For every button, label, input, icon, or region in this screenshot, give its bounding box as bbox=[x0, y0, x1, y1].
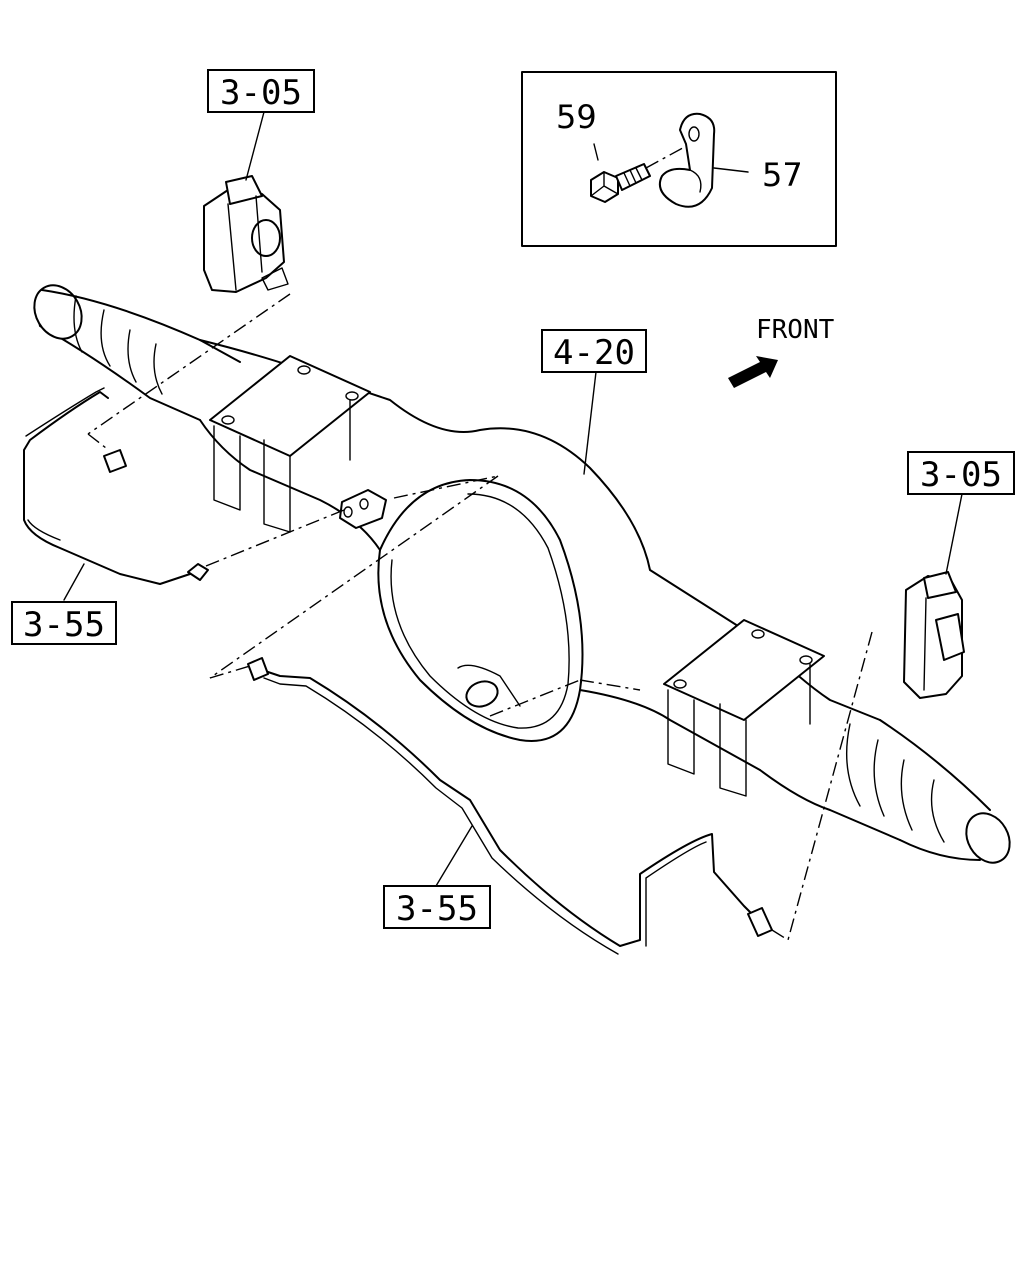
inset-frame bbox=[521, 71, 837, 247]
callout-text: 3-55 bbox=[23, 605, 105, 645]
leader-lines bbox=[63, 111, 963, 887]
callout-text: 3-55 bbox=[396, 889, 478, 929]
clip-icon bbox=[658, 112, 749, 208]
callout-axle-housing: 4-20 bbox=[541, 329, 647, 373]
harness-left bbox=[23, 387, 209, 585]
axle-housing bbox=[33, 284, 1011, 864]
front-arrow-icon bbox=[728, 356, 778, 388]
callout-text: 3-05 bbox=[920, 455, 1002, 495]
sensor-top-left bbox=[203, 175, 289, 293]
bolt-number: 59 bbox=[556, 98, 597, 136]
clip-number: 57 bbox=[762, 156, 803, 194]
callout-text: 3-05 bbox=[220, 73, 302, 113]
sensor-right bbox=[903, 571, 965, 699]
callout-harness-bottom: 3-55 bbox=[383, 885, 491, 929]
callout-harness-left: 3-55 bbox=[11, 601, 117, 645]
callout-text: 4-20 bbox=[553, 333, 635, 373]
connection-lines bbox=[87, 293, 873, 941]
bolt-icon bbox=[590, 143, 651, 203]
bolt-axis-line bbox=[645, 143, 691, 169]
front-label: FRONT bbox=[756, 315, 835, 345]
callout-sensor-right: 3-05 bbox=[907, 451, 1015, 495]
inset-detail: 59 57 bbox=[521, 71, 837, 247]
harness-bottom bbox=[247, 657, 773, 955]
callout-sensor-top-left: 3-05 bbox=[207, 69, 315, 113]
